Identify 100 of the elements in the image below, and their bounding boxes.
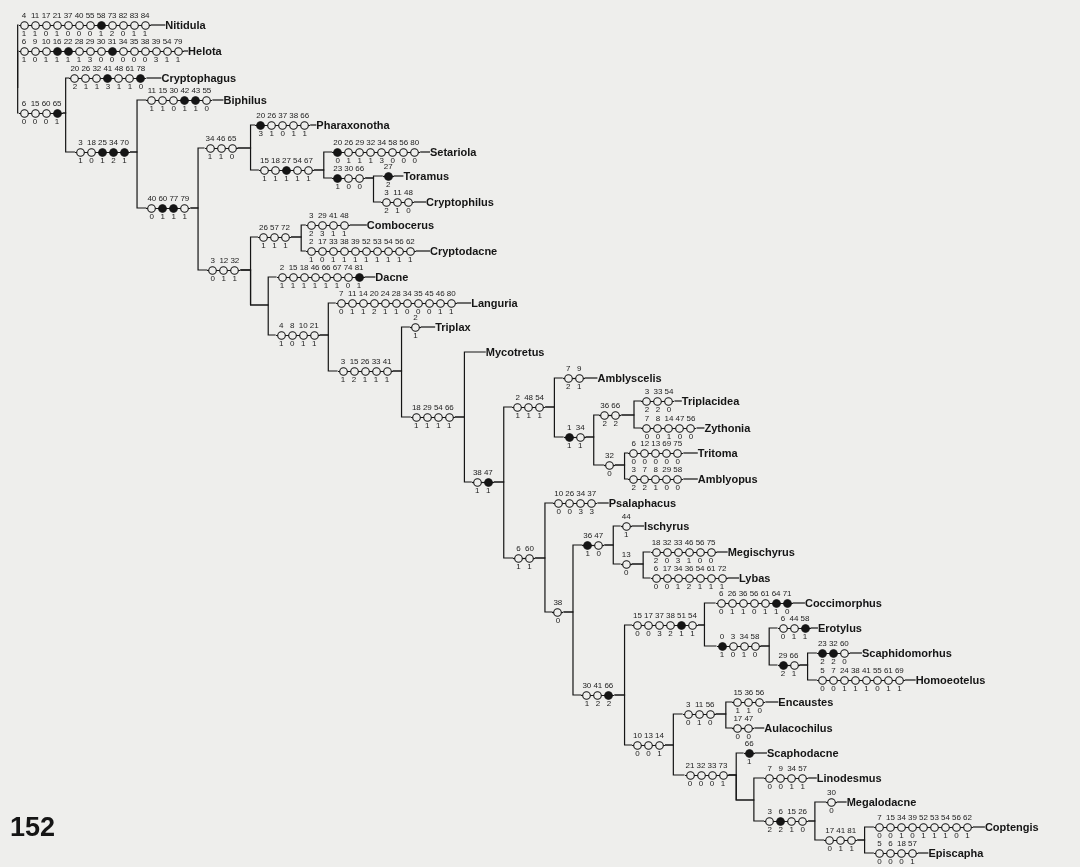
branch-line <box>631 525 645 527</box>
state-values: 0 0 1 1 <box>766 782 806 791</box>
branch-line <box>17 50 20 89</box>
character-numbers: 1 34 <box>565 424 586 433</box>
branch-line <box>697 624 718 647</box>
page-number: 152 <box>10 812 56 842</box>
state-values: 0 1 0 <box>684 718 714 727</box>
branch-line <box>807 777 818 779</box>
taxon-name: Amblyopus <box>697 473 758 485</box>
state-values: 1 <box>622 530 630 539</box>
branch-line <box>129 151 147 209</box>
branch-line <box>236 147 260 171</box>
state-values: 2 2 <box>601 419 619 428</box>
branch-line <box>239 269 277 336</box>
state-values: 0 1 1 <box>826 844 855 853</box>
taxon-name: Mycotretus <box>485 346 545 358</box>
character-numbers: 20 26 32 41 48 61 78 <box>69 65 147 74</box>
branch-line <box>584 377 599 379</box>
taxon-name: Triplax <box>435 321 471 333</box>
character-numbers: 23 32 60 <box>816 640 850 649</box>
character-numbers: 6 44 58 <box>779 615 811 624</box>
taxon-name: Setariola <box>430 146 477 158</box>
branch-line <box>364 276 376 278</box>
state-values: 1 0 0 <box>334 182 363 191</box>
character-numbers: 6 12 13 69 75 <box>630 440 684 449</box>
character-numbers: 23 30 66 <box>332 165 366 174</box>
branch-line <box>290 236 307 252</box>
state-values: 1 2 1 1 1 <box>339 375 391 384</box>
state-values: 1 1 1 1 <box>413 421 453 430</box>
branch-line <box>349 224 368 226</box>
state-values: 1 1 0 1 0 0 0 1 2 0 1 1 <box>20 29 149 38</box>
character-numbers: 3 33 54 <box>643 388 675 397</box>
branch-line <box>792 602 806 604</box>
state-values: 0 0 3 3 <box>555 507 596 516</box>
branch-line <box>17 87 20 114</box>
state-values: 0 1 1 0 1 1 0 <box>717 607 791 616</box>
branch-line <box>456 302 472 304</box>
branch-line <box>904 679 917 681</box>
state-values: 2 1 0 <box>383 206 412 215</box>
character-numbers: 21 32 33 73 <box>684 762 729 771</box>
branch-line <box>759 645 779 666</box>
branch-line <box>809 627 819 629</box>
state-values: 1 1 1 1 1 <box>261 174 312 183</box>
taxon-name: Toramus <box>403 170 450 182</box>
character-numbers: 40 60 77 79 <box>146 195 191 204</box>
branch-line <box>613 694 633 746</box>
branch-line <box>413 201 427 203</box>
taxon-name: Cryptodacne <box>430 245 498 257</box>
state-values: 1 1 1 <box>514 411 543 420</box>
branch-line <box>682 478 699 480</box>
taxon-name: Zythonia <box>704 422 751 434</box>
state-values: 3 1 0 1 1 <box>257 129 308 138</box>
character-numbers: 32 <box>604 452 615 461</box>
branch-line <box>313 169 333 179</box>
character-numbers: 30 41 66 <box>581 682 615 691</box>
character-numbers: 26 57 72 <box>258 224 291 233</box>
branch-line <box>309 124 317 126</box>
state-values: 0 0 1 1 1 0 1 1 <box>819 684 903 693</box>
character-numbers: 7 8 14 47 56 <box>643 415 697 424</box>
state-values: 0 0 0 1 <box>20 117 61 126</box>
character-numbers: 2 17 33 38 39 52 53 54 56 62 <box>308 238 416 247</box>
character-numbers: 4 8 10 21 <box>277 322 320 331</box>
branch-line <box>211 99 225 101</box>
branch-line <box>614 464 629 480</box>
branch-line <box>849 652 863 654</box>
state-values: 0 <box>554 616 562 625</box>
character-numbers: 17 47 <box>732 715 755 724</box>
character-numbers: 5 7 24 38 41 55 61 69 <box>819 667 905 676</box>
state-values: 0 0 <box>734 732 753 741</box>
branch-line <box>596 502 610 504</box>
character-numbers: 20 26 37 38 66 <box>255 112 311 121</box>
character-numbers: 3 18 25 34 70 <box>77 139 130 148</box>
character-numbers: 3 11 56 <box>684 701 716 710</box>
state-values: 0 0 1 <box>634 749 663 758</box>
branch-line <box>836 801 848 803</box>
taxon-name: Tritoma <box>697 447 738 459</box>
branch-line <box>664 744 686 776</box>
taxon-name: Cryptophilus <box>426 196 494 208</box>
state-values: 1 1 <box>565 441 584 450</box>
character-numbers: 6 9 10 16 22 28 29 30 31 34 35 38 39 54 79 <box>20 38 184 47</box>
taxon-name: Megischyrus <box>727 546 795 558</box>
state-values: 2 1 <box>565 382 583 391</box>
taxon-name: Coccimorphus <box>804 597 882 609</box>
character-numbers: 36 66 <box>599 402 622 411</box>
state-values: 1 1 1 <box>260 241 289 250</box>
character-numbers: 3 12 32 <box>209 257 241 266</box>
character-numbers: 4 11 17 21 37 40 55 58 73 82 83 84 <box>20 12 151 21</box>
branch-line <box>682 452 699 454</box>
state-values: 0 1 1 <box>779 632 809 641</box>
character-numbers: 18 32 33 46 56 75 <box>650 539 717 548</box>
character-numbers: 30 <box>826 789 837 798</box>
state-values: 1 0 <box>584 549 602 558</box>
character-numbers: 3 11 48 <box>383 189 414 198</box>
branch-line <box>715 713 733 729</box>
taxon-name: Psalaphacus <box>608 497 676 509</box>
state-values: 1 0 1 1 <box>277 339 318 348</box>
state-values: 2 3 1 1 <box>308 229 348 238</box>
state-values: 2 0 3 1 0 0 <box>652 556 715 565</box>
character-numbers: 66 <box>743 740 755 749</box>
branch-line <box>620 414 643 429</box>
